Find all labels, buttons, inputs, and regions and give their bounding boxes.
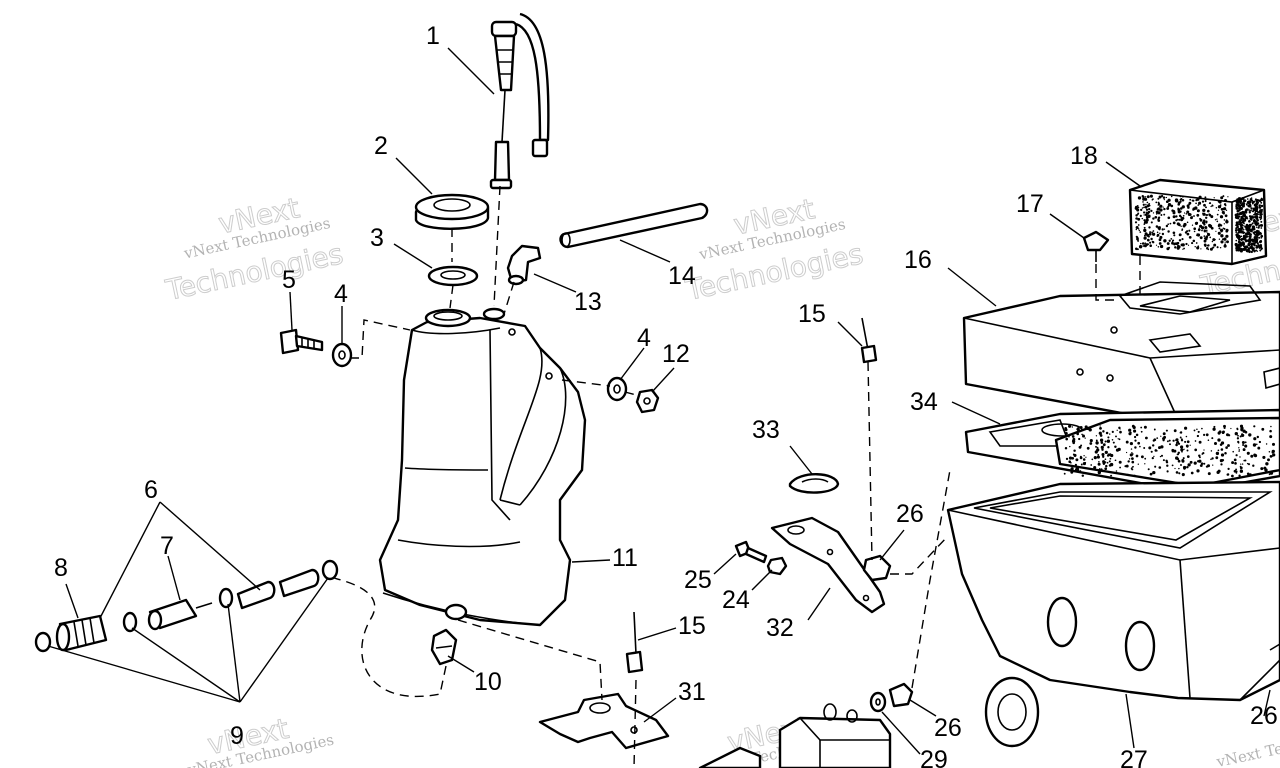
part-grommet-26a (862, 554, 892, 582)
part-hose-14 (559, 202, 709, 249)
callout-6: 6 (144, 476, 158, 504)
watermark-bottom-left: vNext vNext Technologies (185, 711, 335, 768)
part-fuel-tank-11 (378, 307, 587, 627)
callout-34: 34 (910, 388, 938, 416)
callout-26-upper: 26 (896, 500, 924, 528)
callout-31: 31 (678, 678, 706, 706)
callout-18: 18 (1070, 142, 1098, 170)
callout-32: 32 (766, 614, 794, 642)
callout-8: 8 (54, 554, 68, 582)
part-bolt-15a (860, 317, 878, 364)
callout-5: 5 (282, 266, 296, 294)
part-wing-screw-17 (1082, 230, 1110, 262)
callout-12: 12 (662, 340, 690, 368)
part-clip-33 (788, 473, 840, 494)
part-grommet-27 (984, 676, 1040, 748)
part-grommet-26b (888, 682, 914, 708)
callout-labels: 1 2 3 5 4 4 12 13 14 15 16 17 18 34 33 2… (54, 22, 1278, 768)
part-bolt-25 (734, 540, 768, 564)
callout-4-left: 4 (334, 280, 348, 308)
watermark-left: vNext vNext Technologies Technologies (162, 191, 347, 308)
callout-24: 24 (722, 586, 750, 614)
part-washer-4 (331, 342, 353, 368)
callout-3: 3 (370, 224, 384, 252)
callout-15-upper: 15 (798, 300, 826, 328)
part-airbox-lid-16 (962, 281, 1280, 426)
callout-10: 10 (474, 668, 502, 696)
callout-1: 1 (426, 22, 440, 50)
part-fuel-line-assembly (34, 559, 339, 653)
callout-14: 14 (668, 262, 696, 290)
watermark-center: vNext vNext Technologies Technologies (682, 192, 867, 308)
part-vent-sender-1 (489, 12, 550, 190)
foam-texture (1063, 194, 1276, 478)
part-filter-tray-34 (964, 408, 1280, 494)
assembly-lines (333, 185, 1141, 768)
part-nut-12 (635, 388, 660, 414)
callout-15-lower: 15 (678, 612, 706, 640)
part-bracket-31 (538, 692, 670, 750)
part-bolt-15b (625, 611, 644, 674)
part-washer-4b (606, 376, 628, 402)
callout-26-lower: 26 (934, 714, 962, 742)
callout-16: 16 (904, 246, 932, 274)
callout-13: 13 (574, 288, 602, 316)
part-washer-29 (869, 691, 887, 713)
callout-33: 33 (752, 416, 780, 444)
leader-lines (47, 47, 1271, 755)
part-filter-foam-18 (1128, 178, 1268, 266)
part-gasket-3 (427, 265, 479, 287)
part-elbow-13 (506, 244, 542, 286)
part-airbox-base-27 (946, 480, 1280, 702)
part-lower-component (698, 703, 892, 768)
callout-17: 17 (1016, 190, 1044, 218)
part-bracket-32 (770, 516, 886, 614)
callout-2: 2 (374, 132, 388, 160)
callout-29: 29 (920, 746, 948, 768)
part-nut-24 (766, 556, 788, 576)
part-bolt-5 (279, 328, 324, 355)
callout-26-right: 26 (1250, 702, 1278, 730)
callout-9: 9 (230, 722, 244, 750)
callout-11: 11 (612, 544, 638, 572)
part-fitting-10 (430, 628, 458, 666)
callout-27: 27 (1120, 746, 1148, 768)
callout-7: 7 (160, 532, 174, 560)
callout-4-right: 4 (637, 324, 651, 352)
part-fuel-cap-2 (414, 193, 490, 230)
callout-25: 25 (684, 566, 712, 594)
